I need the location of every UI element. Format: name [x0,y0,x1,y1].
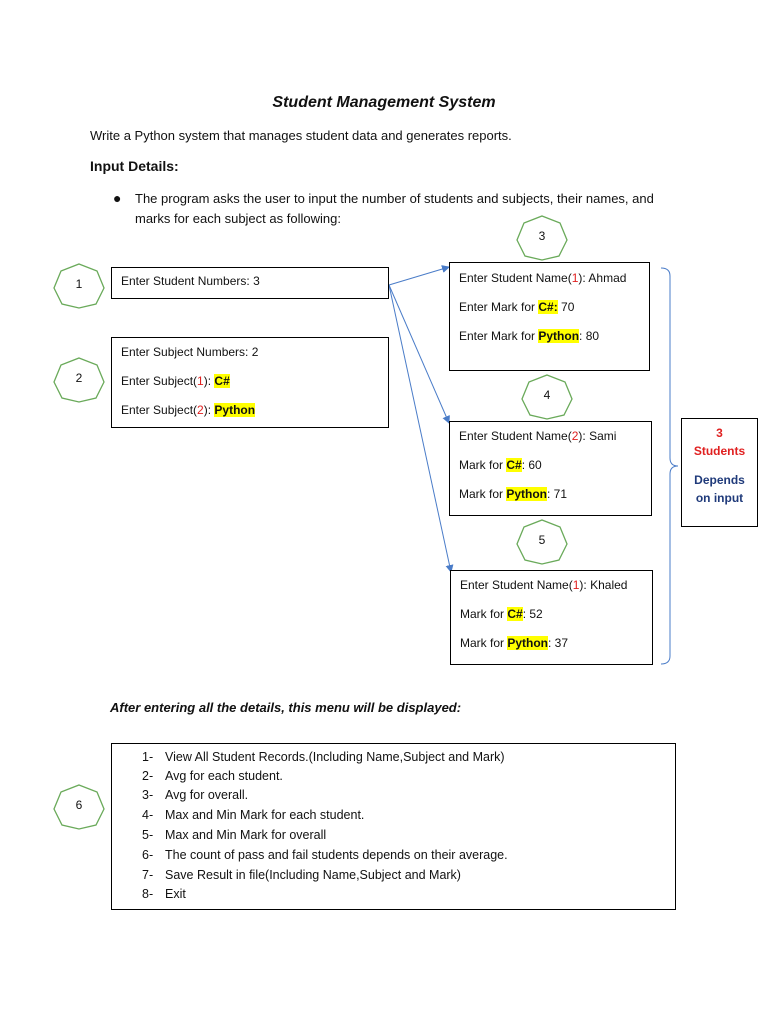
right-brace [660,267,679,665]
menu-item: 4-Max and Min Mark for each student. [142,808,365,822]
menu-item: 7-Save Result in file(Including Name,Sub… [142,868,461,882]
menu-item: 3-Avg for overall. [142,788,249,802]
subject-2-name: Python [214,403,256,417]
step-badge-label: 1 [75,277,83,291]
bullet-icon: ● [113,190,122,206]
student-mark-line: Enter Mark for Python: 80 [459,329,600,343]
step-badge-label: 5 [538,533,546,547]
step-badge-label: 3 [538,229,546,243]
step-badge-1: 1 [53,263,105,309]
subject-1-line: Enter Subject(1): C# [121,374,230,388]
student-mark-line: Mark for Python: 71 [459,487,568,501]
subject-1-name: C# [214,374,230,388]
menu-item: 5-Max and Min Mark for overall [142,828,327,842]
intro-text: Write a Python system that manages stude… [90,128,512,143]
step-badge-6: 6 [53,784,105,830]
step-badge-3: 3 [516,215,568,261]
arrow-to-student-1 [388,265,450,286]
menu-caption: After entering all the details, this men… [110,700,462,715]
student-mark-line: Enter Mark for C#: 70 [459,300,575,314]
student-name-line: Enter Student Name(1): Khaled [460,578,628,592]
student-box-2: Enter Student Name(2): Sami Mark for C#:… [449,421,652,516]
step-badge-5: 5 [516,519,568,565]
student-box-3: Enter Student Name(1): Khaled Mark for C… [450,570,653,665]
subject-box: Enter Subject Numbers: 2 Enter Subject(1… [111,337,389,428]
students-count: 3 [716,426,723,440]
input-details-heading: Input Details: [90,158,179,174]
student-box-1: Enter Student Name(1): Ahmad Enter Mark … [449,262,650,371]
depends-label: Depends [694,473,745,487]
menu-item: 8-Exit [142,887,186,901]
student-mark-line: Mark for C#: 60 [459,458,542,472]
subject-2-line: Enter Subject(2): Python [121,403,256,417]
step-badge-2: 2 [53,357,105,403]
students-label: Students [693,444,746,458]
page-title: Student Management System [272,94,496,111]
arrow-to-student-2 [388,284,450,424]
step-badge-label: 2 [75,371,83,385]
arrow-to-student-3 [388,284,454,573]
step-badge-label: 4 [543,388,551,402]
menu-item: 2-Avg for each student. [142,769,283,783]
student-count-box: Enter Student Numbers: 3 [111,267,389,299]
student-name-line: Enter Student Name(2): Sami [459,429,617,443]
step-badge-4: 4 [521,374,573,420]
step-badge-label: 6 [75,798,83,812]
on-input-label: on input [695,491,744,505]
student-mark-line: Mark for C#: 52 [460,607,543,621]
student-count-label: Enter Student Numbers: 3 [121,274,260,288]
subject-numbers-label: Enter Subject Numbers: 2 [121,345,259,359]
student-mark-line: Mark for Python: 37 [460,636,569,650]
students-note-box: 3 Students Depends on input [681,418,758,527]
menu-item: 1-View All Student Records.(Including Na… [142,750,505,764]
student-name-line: Enter Student Name(1): Ahmad [459,271,627,285]
input-details-bullet: The program asks the user to input the n… [135,191,654,226]
menu-item: 6-The count of pass and fail students de… [142,848,508,862]
menu-box: 1-View All Student Records.(Including Na… [111,743,676,910]
